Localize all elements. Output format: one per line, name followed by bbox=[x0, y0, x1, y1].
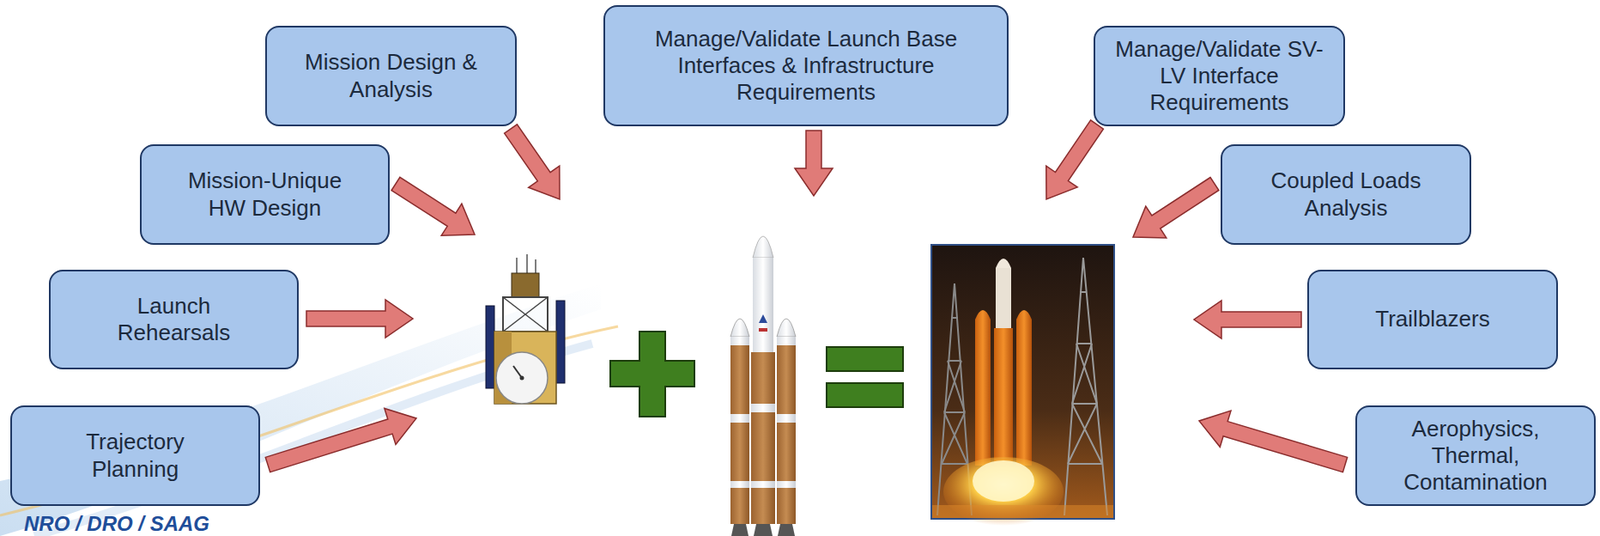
process-box: Trajectory Planning bbox=[10, 405, 261, 506]
block-arrow bbox=[504, 124, 560, 200]
process-box: Aerophysics, Thermal, Contamination bbox=[1355, 405, 1596, 506]
launch-photo bbox=[931, 244, 1115, 526]
block-arrow bbox=[391, 176, 475, 236]
block-arrow bbox=[1193, 300, 1302, 339]
block-arrow bbox=[1133, 177, 1219, 238]
equals-sign bbox=[826, 346, 904, 371]
footer-label: NRO / DRO / SAAG bbox=[24, 511, 210, 536]
process-box: Coupled Loads Analysis bbox=[1220, 144, 1472, 245]
box-label: Launch Rehearsals bbox=[88, 292, 261, 346]
box-label: Manage/Validate SV-LV Interface Requirem… bbox=[1112, 36, 1328, 117]
process-box: Mission Design & Analysis bbox=[265, 25, 517, 127]
process-box: Manage/Validate Launch Base Interfaces &… bbox=[603, 5, 1009, 127]
box-label: Coupled Loads Analysis bbox=[1242, 167, 1449, 221]
process-box: Manage/Validate SV-LV Interface Requirem… bbox=[1093, 25, 1346, 127]
box-label: Aerophysics, Thermal, Contamination bbox=[1389, 415, 1562, 497]
block-arrow bbox=[265, 408, 417, 473]
block-arrow bbox=[306, 299, 413, 338]
block-arrow bbox=[794, 130, 833, 196]
rocket-illustration bbox=[730, 236, 796, 536]
box-label: Manage/Validate Launch Base Interfaces &… bbox=[621, 25, 991, 107]
box-label: Trajectory Planning bbox=[49, 428, 222, 482]
block-arrow bbox=[1046, 120, 1104, 200]
process-box: Launch Rehearsals bbox=[48, 269, 299, 370]
box-label: Trailblazers bbox=[1375, 305, 1490, 333]
box-label: Mission Design & Analysis bbox=[279, 48, 504, 103]
equals-sign bbox=[826, 382, 904, 407]
process-box: Trailblazers bbox=[1307, 269, 1558, 370]
box-label: Mission-Unique HW Design bbox=[175, 167, 356, 221]
process-box: Mission-Unique HW Design bbox=[139, 144, 390, 245]
plus-sign bbox=[610, 331, 695, 417]
block-arrow bbox=[1199, 410, 1348, 472]
satellite-illustration bbox=[485, 254, 565, 404]
